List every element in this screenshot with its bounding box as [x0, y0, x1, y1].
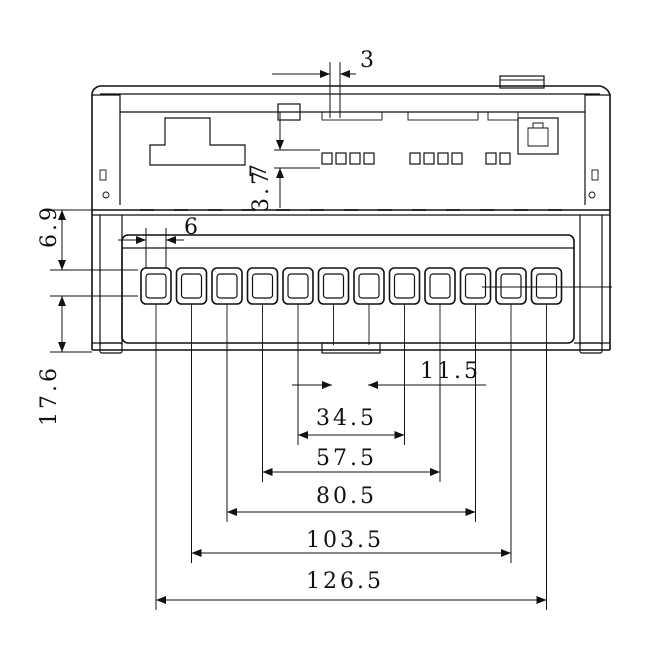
dim-3: 3	[272, 48, 377, 118]
terminal	[459, 267, 492, 345]
terminal-row	[140, 267, 563, 345]
terminal	[388, 267, 421, 345]
terminal	[282, 267, 314, 345]
device-body	[91, 75, 611, 354]
led-indicator	[437, 152, 449, 165]
dim-3-7-label: 3.7	[249, 168, 274, 212]
terminal	[424, 267, 456, 345]
led-indicator	[499, 152, 511, 165]
dim-6: 6	[118, 215, 201, 268]
inner-top-panel	[119, 112, 586, 205]
rail-3	[487, 111, 519, 121]
foot-left	[99, 342, 123, 354]
terminal	[140, 267, 172, 345]
screw-right-top	[588, 191, 596, 199]
dim-7: 7 3.7	[247, 112, 320, 212]
rj-jack	[517, 117, 559, 155]
housing-top-outline	[91, 85, 611, 210]
screw-left-top	[102, 191, 110, 199]
led-indicator	[409, 152, 421, 165]
span-dimensions	[155, 345, 547, 610]
dim-34-5-label: 34.5	[316, 406, 377, 431]
led-indicator	[321, 152, 333, 165]
left-block	[149, 117, 246, 166]
dim-11-5: 11.5	[292, 359, 486, 389]
rail-2	[407, 111, 479, 121]
top-connector-right	[499, 75, 545, 89]
foot-center	[321, 342, 381, 354]
dim-57-5-label: 57.5	[316, 446, 377, 471]
housing-step	[92, 94, 610, 113]
dim-6-9-label: 6.9	[37, 204, 62, 248]
terminal	[495, 267, 527, 345]
led-indicator	[423, 152, 435, 165]
dim-11-5-label: 11.5	[420, 359, 481, 384]
dim-7-label: 7	[247, 161, 272, 178]
led-indicator	[335, 152, 347, 165]
led-indicator	[349, 152, 361, 165]
led-indicator	[451, 152, 463, 165]
led-indicator	[363, 152, 375, 165]
foot-right	[579, 342, 603, 354]
terminal	[246, 267, 279, 345]
terminal	[353, 267, 385, 345]
terminal	[211, 267, 243, 345]
dim-80-5-label: 80.5	[316, 484, 377, 509]
dimensions: 3 7 3.7 6.9	[37, 48, 612, 610]
terminal	[530, 267, 563, 345]
terminal	[317, 267, 350, 345]
rail-1	[321, 111, 383, 121]
span-dimension	[191, 345, 512, 563]
dim-6-9: 6.9	[37, 204, 138, 271]
span-dimension	[297, 345, 405, 445]
led-row	[321, 152, 511, 165]
dim-17-6: 17.6	[37, 295, 138, 426]
led-indicator	[485, 152, 497, 165]
dim-6-label: 6	[184, 215, 201, 240]
span-dimension	[155, 345, 547, 610]
center-post	[277, 103, 301, 121]
dim-17-6-label: 17.6	[37, 365, 62, 426]
dim-103-5-label: 103.5	[306, 528, 384, 553]
span-dimension	[262, 345, 441, 482]
dim-3-label: 3	[360, 48, 377, 73]
dim-126-5-label: 126.5	[306, 569, 384, 594]
terminal	[175, 267, 208, 345]
span-dimension	[226, 345, 476, 522]
